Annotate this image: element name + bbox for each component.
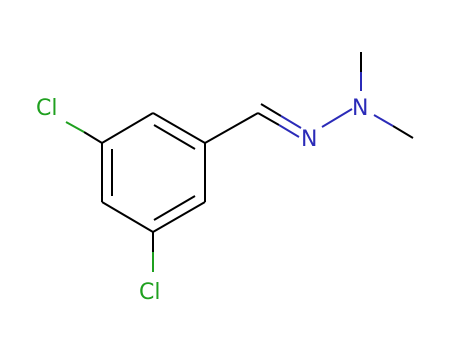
n-methyl-right-bond <box>373 114 414 139</box>
n-imine-label: N <box>301 127 317 152</box>
ring-to-ch-bond <box>204 112 259 144</box>
ring-inner-double-1 <box>153 124 196 150</box>
ring-inner-double-2 <box>153 195 196 221</box>
ring-bond-1 <box>152 112 206 144</box>
n-amine-label: N <box>352 96 368 121</box>
benzene-ring <box>101 112 206 233</box>
ring-bond-6 <box>101 112 154 144</box>
c-n-double-bond <box>257 103 302 138</box>
n-n-bond <box>321 108 353 128</box>
ring-bond-3 <box>152 201 206 233</box>
ring-bond-4 <box>101 201 154 233</box>
cl-top-label: Cl <box>36 96 57 121</box>
cl-bottom-label: Cl <box>139 280 160 305</box>
cl-top-bond <box>65 121 103 144</box>
